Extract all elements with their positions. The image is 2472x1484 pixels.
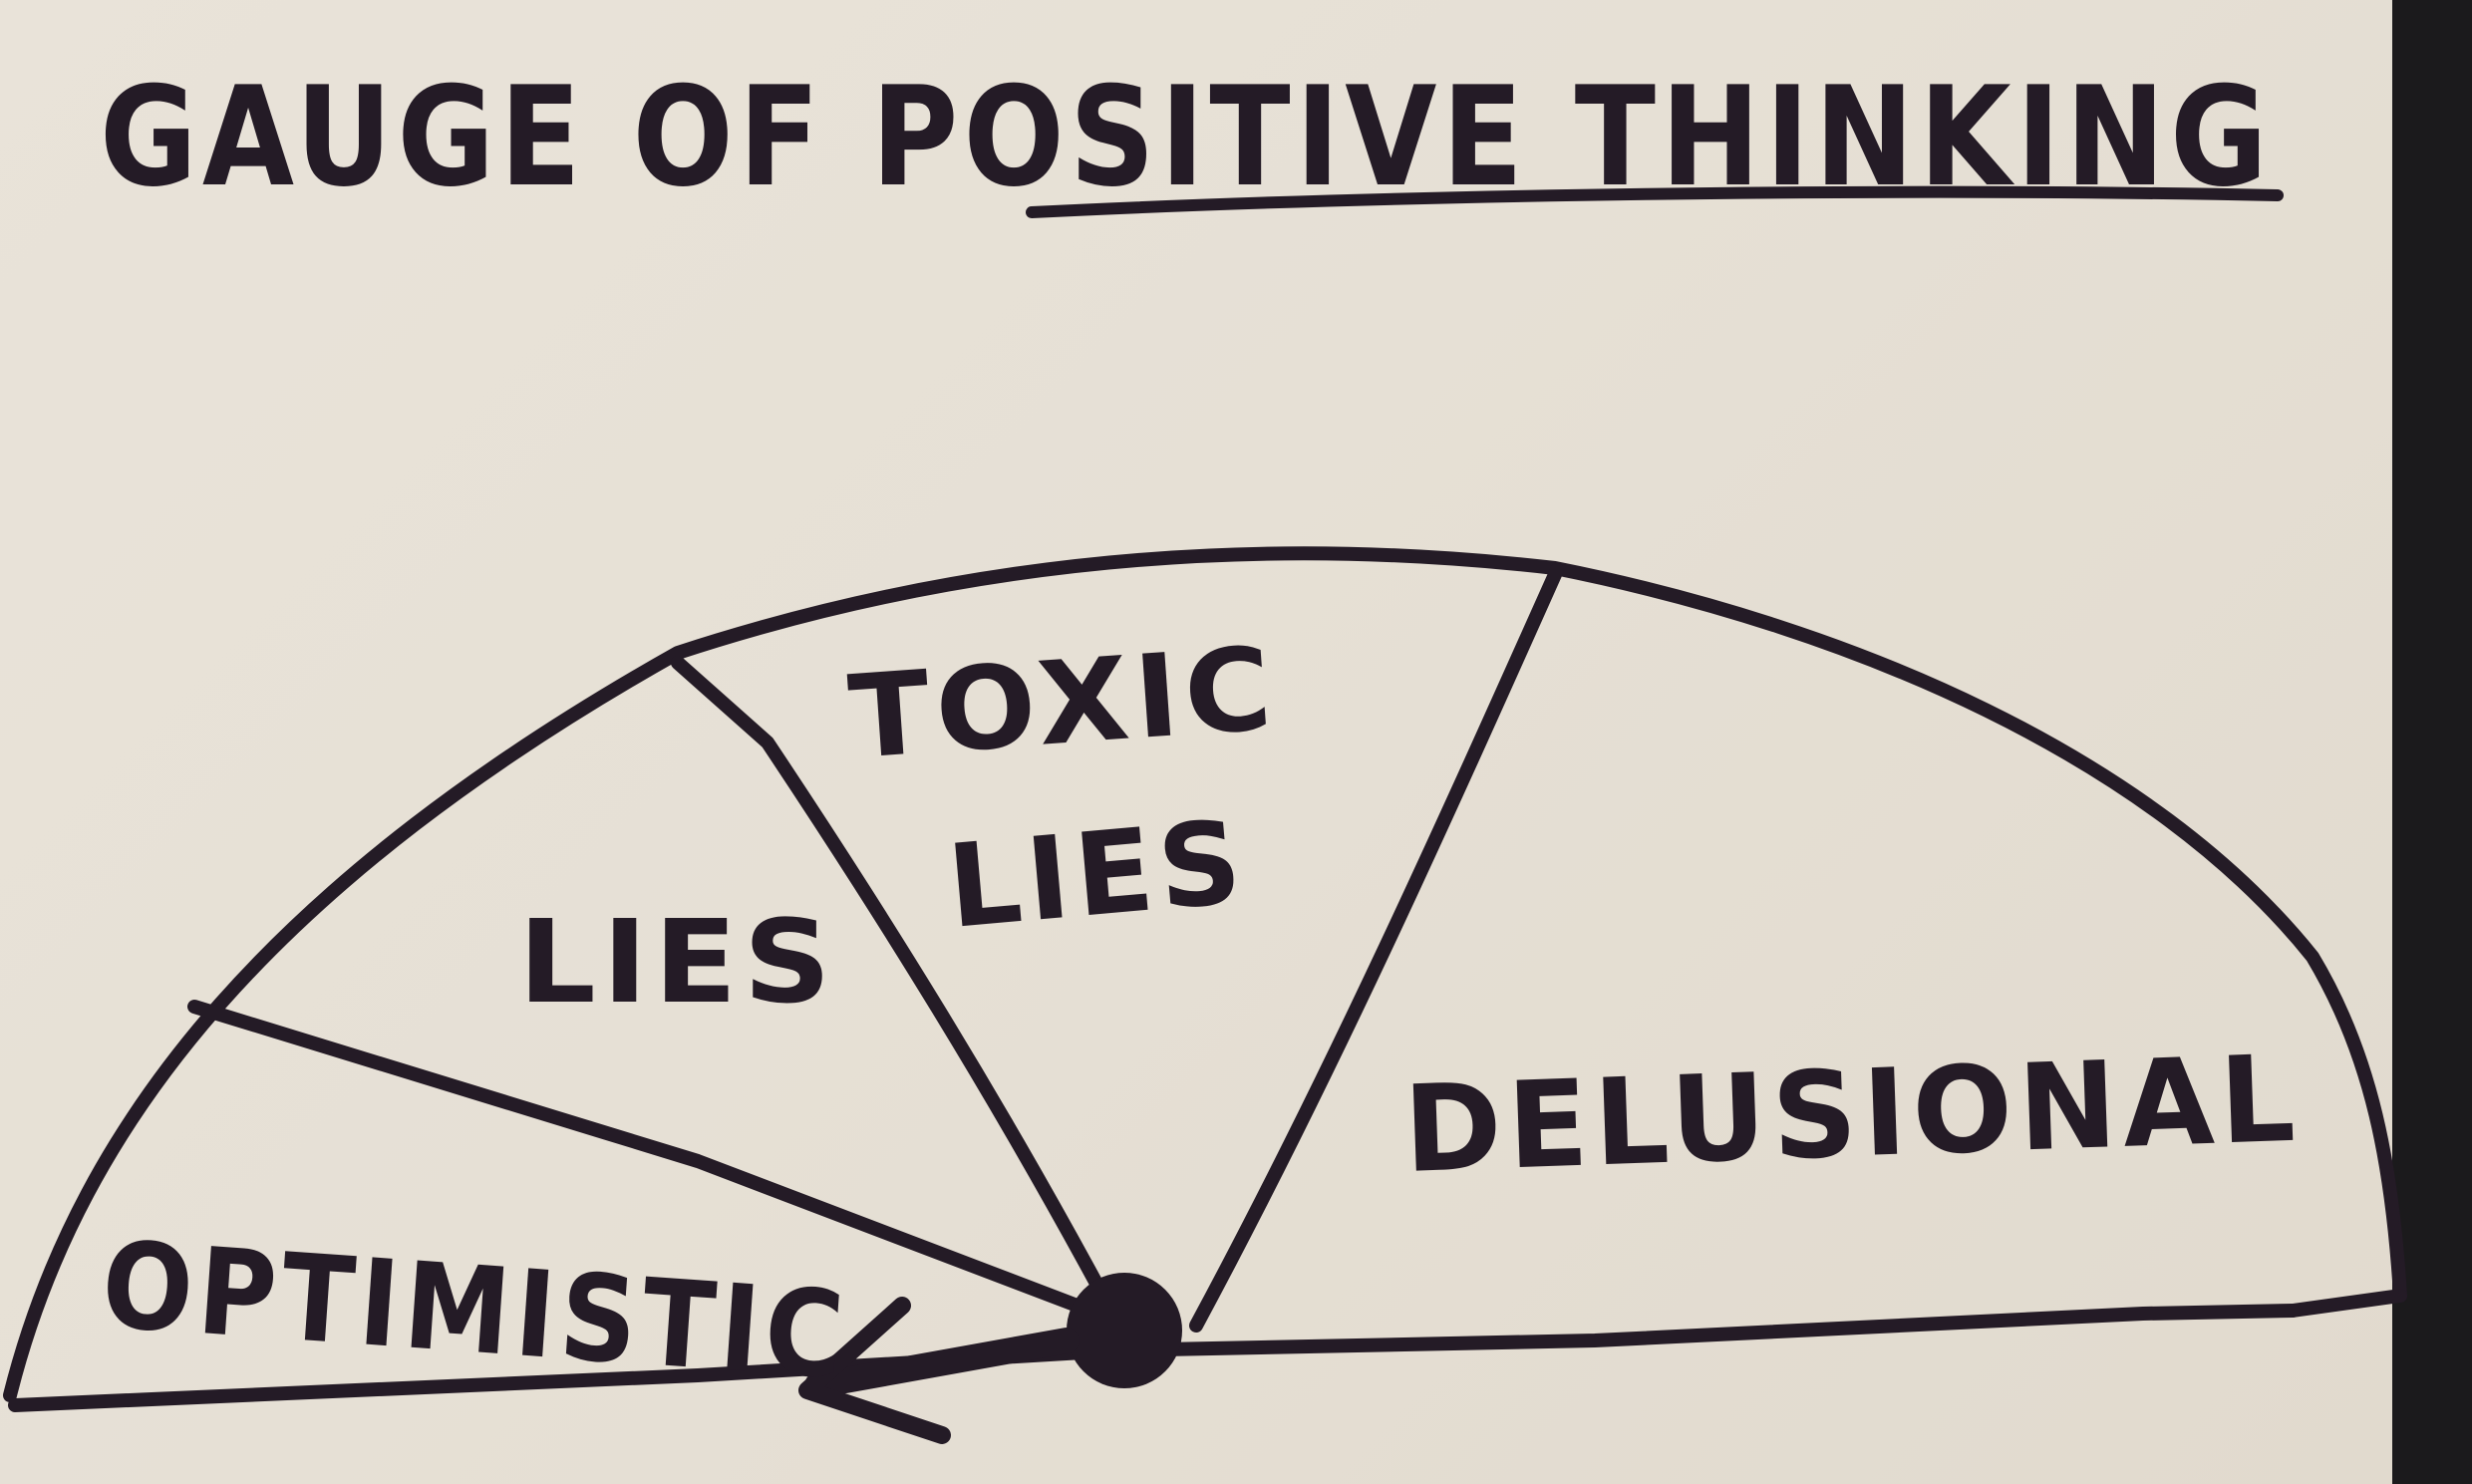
gauge-outer-arc: [3, 546, 2407, 1402]
paper-card: [0, 0, 2392, 1484]
segment-label-delusional: DELUSIONAL: [1401, 1031, 2303, 1200]
segment-label-toxic-line1: TOXIC: [845, 622, 1282, 785]
divider-toxic-delusional: [1189, 563, 1564, 1333]
gauge-right-edge: [2286, 1289, 2407, 1318]
gauge-baseline: [8, 1304, 2300, 1412]
gauge-pivot: [1067, 1273, 1182, 1388]
segment-label-optimistic: OPTIMISTIC: [98, 1216, 853, 1406]
needle-arrowhead: [798, 1297, 951, 1444]
segment-label-lies: LIES: [518, 896, 837, 1030]
gauge-needle: [804, 1328, 1080, 1398]
divider-optimistic-lies: [187, 1000, 1123, 1328]
segment-label-toxic-line2: LIES: [943, 795, 1253, 955]
divider-lies-toxic: [671, 656, 1123, 1328]
title-underline: [1026, 185, 2284, 218]
